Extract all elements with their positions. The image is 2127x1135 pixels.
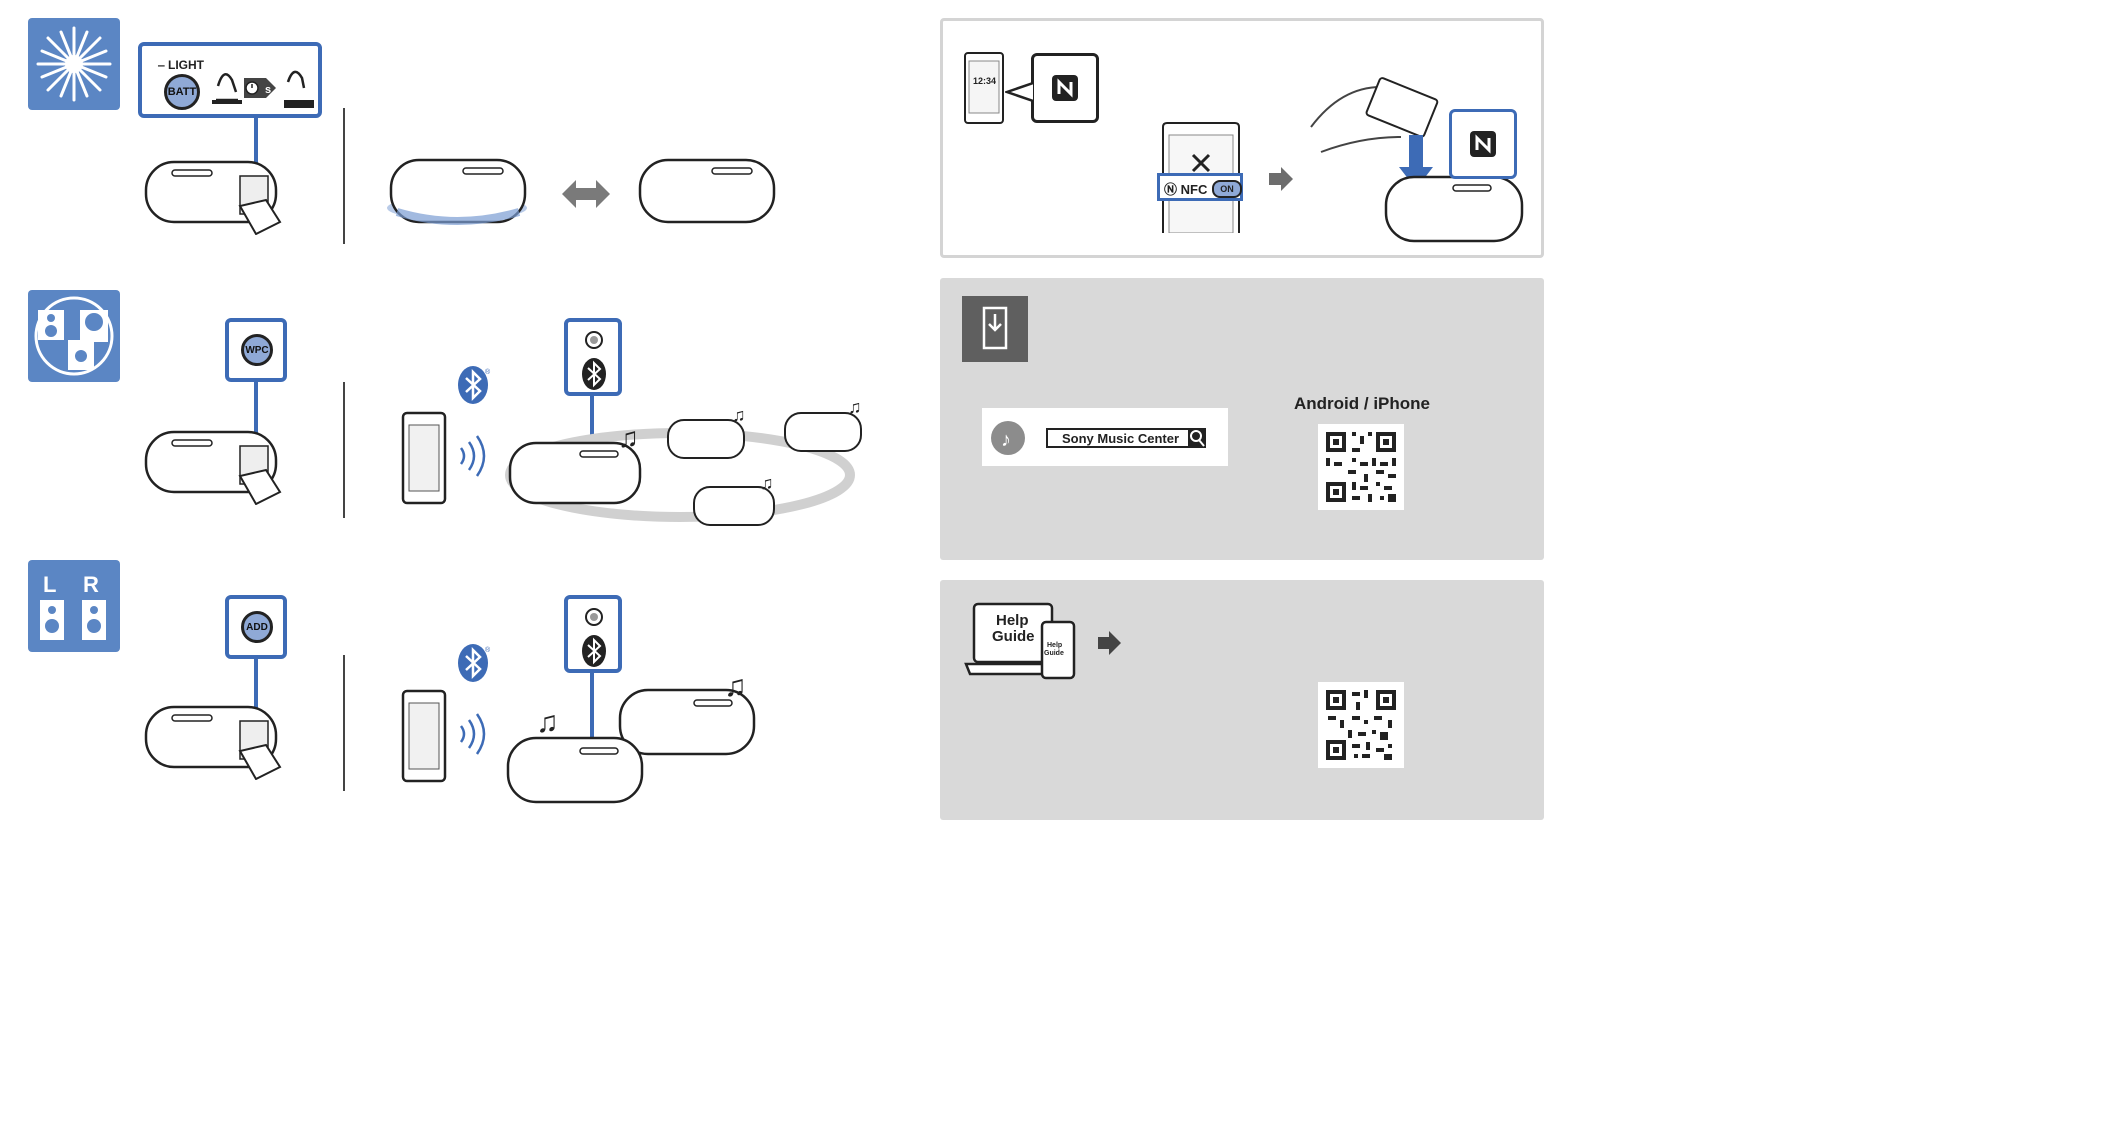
phone-time: 12:34	[973, 76, 996, 86]
nfc-panel: 12:34 Ⓝ NFC ON	[940, 18, 1544, 258]
help-panel: Help Guide Help Guide	[940, 580, 1544, 820]
nfc-icon	[1468, 129, 1498, 159]
light-label: ‒ LIGHT	[158, 58, 204, 72]
batt-button: BATT	[164, 74, 200, 110]
indicator-bluetooth-icon	[578, 326, 610, 394]
smartphone-illustration	[400, 688, 450, 784]
svg-text:♫: ♫	[724, 670, 747, 703]
svg-text:♫: ♫	[760, 473, 774, 493]
speaker-back-view	[140, 150, 290, 235]
help-phone-line2: Guide	[1044, 650, 1064, 657]
svg-text:®: ®	[485, 368, 491, 376]
app-search-box[interactable]: Sony Music Center	[1046, 428, 1206, 448]
wireless-waves-icon	[455, 432, 491, 480]
svg-text:R: R	[83, 572, 99, 597]
help-phone-line1: Help	[1047, 642, 1062, 649]
stereo-pair-icon: L R	[28, 560, 120, 652]
add-callout: ADD	[225, 595, 287, 659]
music-app-icon: ♪	[990, 420, 1026, 456]
search-icon[interactable]	[1188, 428, 1206, 448]
phone-small-illustration	[963, 51, 1005, 125]
download-app-icon	[962, 296, 1028, 362]
light-callout: ‒ LIGHT BATT s	[138, 42, 322, 118]
nfc-logo-callout	[1031, 53, 1099, 123]
help-qr-code[interactable]	[1318, 682, 1404, 768]
svg-text:♫: ♫	[848, 397, 862, 417]
indicator-bluetooth-icon	[578, 603, 610, 671]
help-screen-line2: Guide	[992, 628, 1035, 645]
nfc-setting-label: Ⓝ NFC	[1164, 179, 1207, 198]
app-qr-code[interactable]	[1318, 424, 1404, 510]
wpc-callout: WPC	[225, 318, 287, 382]
next-arrow-icon	[1267, 165, 1295, 193]
svg-text:♫: ♫	[536, 706, 559, 739]
nfc-logo-callout-blue	[1449, 109, 1517, 179]
callout-tail	[1005, 81, 1033, 103]
light-burst-icon	[28, 18, 120, 110]
add-button: ADD	[241, 611, 273, 643]
svg-text:♪: ♪	[1001, 429, 1011, 451]
toggle-arrows-icon	[558, 176, 614, 212]
app-search-text: Sony Music Center	[1062, 431, 1179, 446]
svg-text:®: ®	[485, 646, 491, 654]
speaker-lit	[385, 152, 533, 232]
speaker-unlit	[634, 152, 782, 232]
nfc-icon	[1050, 73, 1080, 103]
wireless-waves-icon	[455, 710, 491, 758]
divider-line	[343, 108, 345, 244]
speaker-back-view	[140, 420, 290, 505]
help-screen-line1: Help	[996, 612, 1029, 629]
platform-heading: Android / iPhone	[1294, 394, 1430, 414]
app-store-bar: ♪ Sony Music Center	[982, 408, 1228, 466]
wpc-button: WPC	[241, 334, 273, 366]
divider-line	[343, 382, 345, 518]
nfc-toggle: ON	[1212, 180, 1242, 198]
app-panel: ♪ Sony Music Center Android / iPhone	[940, 278, 1544, 560]
next-arrow-icon	[1096, 630, 1122, 656]
speaker-back-view	[140, 695, 290, 780]
bt-callout	[564, 595, 622, 673]
stereo-speakers-group: ♫ ♫	[500, 670, 780, 810]
bt-callout	[564, 318, 622, 396]
party-chain-icon	[28, 290, 120, 382]
bluetooth-icon: ®	[455, 365, 495, 405]
svg-text:L: L	[43, 572, 56, 597]
party-speakers-group: ♫ ♫ ♫ ♫	[500, 395, 880, 530]
divider-line	[343, 655, 345, 791]
svg-text:♫: ♫	[732, 405, 746, 425]
bluetooth-icon: ®	[455, 643, 495, 683]
smartphone-illustration	[400, 410, 450, 506]
nfc-setting-row: Ⓝ NFC ON	[1157, 173, 1243, 201]
press-hold-icon: s	[208, 56, 318, 114]
svg-text:♫: ♫	[618, 422, 639, 453]
svg-text:s: s	[265, 84, 271, 96]
